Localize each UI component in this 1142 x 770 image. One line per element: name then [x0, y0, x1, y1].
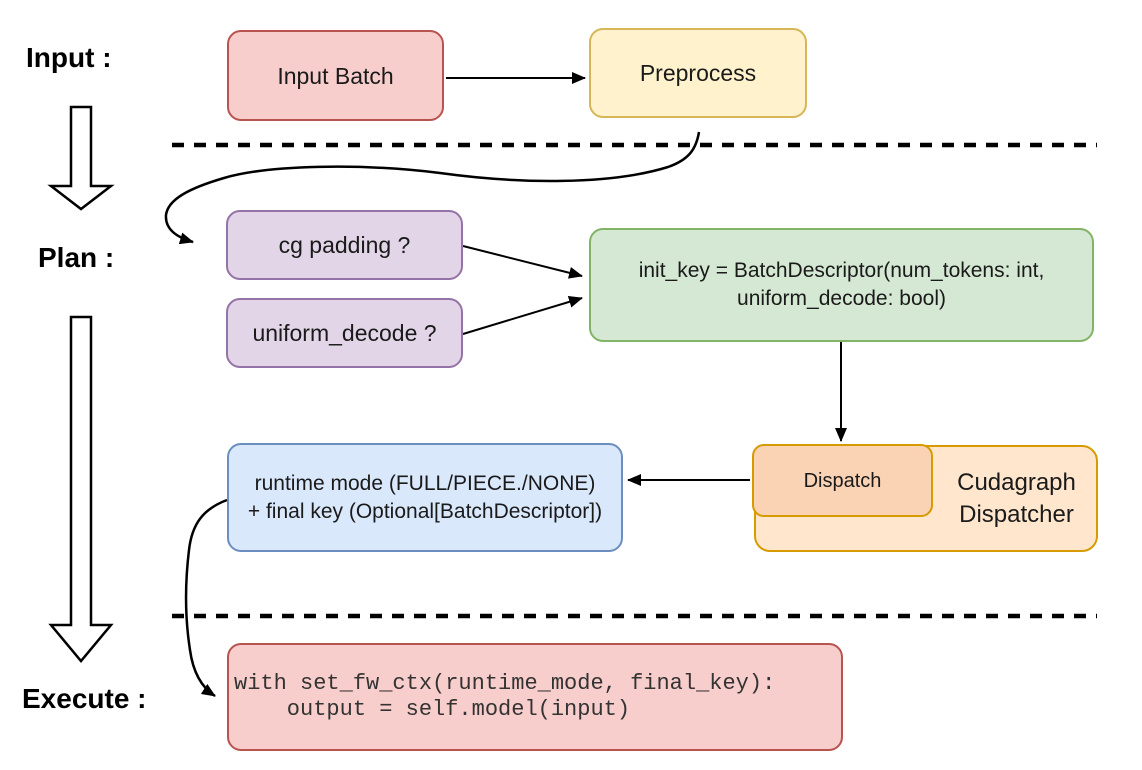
node-preprocess: Preprocess — [589, 28, 807, 118]
flow-arrow-input-to-plan — [47, 105, 115, 211]
node-init-key: init_key = BatchDescriptor(num_tokens: i… — [589, 228, 1094, 342]
arrow-uniform-decode-to-init-key — [462, 296, 583, 335]
node-init-key-line2: uniform_decode: bool) — [737, 287, 946, 310]
node-uniform-decode-label: uniform_decode ? — [252, 320, 437, 346]
node-runtime-result-line1: runtime mode (FULL/PIECE./NONE) — [254, 471, 596, 495]
node-cg-padding-label: cg padding ? — [278, 232, 411, 258]
node-cudagraph-dispatcher-label: Cudagraph Dispatcher — [935, 445, 1098, 552]
node-dispatch-label: Dispatch — [803, 469, 882, 492]
section-label-execute: Execute : — [22, 683, 147, 714]
node-input-batch-label: Input Batch — [277, 62, 394, 89]
arrow-runtime-result-to-execute-code — [184, 498, 228, 698]
execute-code-line1: with set_fw_ctx(runtime_mode, final_key)… — [234, 671, 776, 696]
node-preprocess-label: Preprocess — [639, 60, 757, 86]
node-dispatch: Dispatch — [752, 444, 933, 517]
node-execute-code: with set_fw_ctx(runtime_mode, final_key)… — [227, 643, 843, 751]
arrow-preprocess-to-cg-padding — [164, 131, 701, 245]
node-runtime-result: runtime mode (FULL/PIECE./NONE) + final … — [227, 443, 623, 552]
section-label-plan: Plan : — [38, 242, 115, 273]
section-label-input: Input : — [26, 42, 112, 73]
node-cg-padding: cg padding ? — [226, 210, 463, 280]
cudagraph-label-line1: Cudagraph — [957, 468, 1076, 496]
node-runtime-result-line2: + final key (Optional[BatchDescriptor]) — [247, 499, 603, 523]
node-uniform-decode: uniform_decode ? — [226, 298, 463, 368]
execute-code-line2: output = self.model(input) — [234, 697, 631, 722]
node-init-key-line1: init_key = BatchDescriptor(num_tokens: i… — [638, 259, 1045, 282]
cudagraph-label-line2: Dispatcher — [959, 500, 1074, 528]
node-input-batch: Input Batch — [227, 30, 444, 121]
arrow-cg-padding-to-init-key — [462, 245, 583, 279]
flow-arrow-plan-to-execute — [48, 315, 114, 663]
